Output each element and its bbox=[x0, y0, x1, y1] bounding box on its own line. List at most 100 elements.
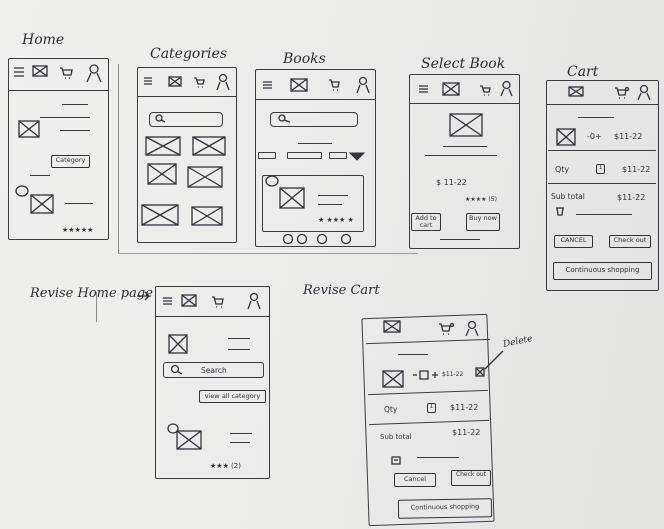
image-placeholder-icon bbox=[30, 194, 54, 214]
check-out-button[interactable]: Check out bbox=[451, 470, 491, 486]
label-revise-cart: Revise Cart bbox=[303, 283, 380, 298]
search-input[interactable] bbox=[149, 112, 223, 127]
text-line bbox=[298, 143, 332, 144]
book-image-icon bbox=[176, 430, 202, 450]
text-line bbox=[576, 214, 632, 215]
user-icon bbox=[86, 64, 102, 83]
category-image-icon[interactable] bbox=[191, 206, 223, 226]
check-out-button[interactable]: Check out bbox=[609, 235, 651, 248]
header-divider bbox=[155, 316, 269, 317]
search-icon bbox=[170, 364, 183, 375]
text-line bbox=[65, 203, 93, 204]
buy-now-button[interactable]: Buy now bbox=[466, 213, 500, 231]
text-line bbox=[230, 442, 250, 443]
search-icon bbox=[278, 114, 291, 123]
arrow-icon bbox=[137, 291, 150, 301]
image-placeholder-icon bbox=[290, 78, 308, 92]
category-image-icon[interactable] bbox=[145, 136, 181, 156]
chevron-down-icon[interactable] bbox=[348, 152, 366, 161]
search-icon bbox=[155, 114, 166, 123]
header-divider bbox=[137, 96, 236, 97]
subtotal-label: Sub total bbox=[551, 192, 585, 201]
filter-dropdown[interactable] bbox=[287, 152, 322, 159]
category-image-icon[interactable] bbox=[141, 204, 179, 226]
text-line bbox=[228, 338, 250, 339]
menu-icon bbox=[163, 297, 172, 305]
delete-checkbox-icon[interactable] bbox=[475, 367, 485, 377]
text-line bbox=[40, 117, 90, 118]
cart-wireframe bbox=[546, 80, 659, 291]
avatar-circle-icon bbox=[265, 175, 279, 187]
qty-value-box[interactable]: 1 bbox=[427, 403, 436, 413]
category-image-icon[interactable] bbox=[192, 136, 226, 156]
image-placeholder-icon bbox=[168, 76, 182, 87]
image-placeholder-icon bbox=[568, 86, 584, 97]
book-card[interactable] bbox=[262, 175, 364, 232]
text-line bbox=[417, 457, 459, 458]
label-categories: Categories bbox=[150, 46, 227, 62]
annotation-pointer-line bbox=[484, 350, 504, 370]
filter-dropdown[interactable] bbox=[329, 152, 347, 159]
book-image-icon bbox=[449, 113, 483, 137]
item-price: $11-22 bbox=[614, 132, 643, 141]
cancel-button[interactable]: CANCEL bbox=[554, 235, 593, 248]
rating-stars: ★★★★ (5) bbox=[465, 196, 497, 203]
text-line bbox=[30, 175, 50, 176]
subtotal-value: $11-22 bbox=[452, 428, 481, 437]
menu-icon bbox=[144, 77, 152, 85]
user-icon bbox=[216, 73, 230, 91]
avatar-circle-icon bbox=[167, 423, 179, 434]
avatar-circle-icon bbox=[15, 185, 29, 197]
book-image-icon bbox=[279, 187, 305, 209]
search-input[interactable] bbox=[163, 362, 264, 378]
book-image-icon bbox=[556, 128, 576, 146]
image-placeholder-icon bbox=[442, 82, 460, 96]
continue-shopping-button[interactable]: Continuous shopping bbox=[397, 498, 493, 519]
paper-guide-line bbox=[118, 253, 418, 254]
text-line bbox=[60, 130, 90, 131]
text-line bbox=[578, 117, 614, 118]
rating-stars: ★★★★★ bbox=[62, 226, 94, 234]
trash-icon[interactable] bbox=[555, 206, 565, 216]
image-placeholder-icon bbox=[181, 294, 197, 307]
user-icon bbox=[356, 76, 370, 94]
category-image-icon[interactable] bbox=[147, 163, 177, 185]
quantity-stepper[interactable] bbox=[412, 370, 442, 380]
text-line bbox=[318, 204, 342, 205]
view-all-category-button[interactable]: view all category bbox=[199, 390, 266, 403]
home-wireframe bbox=[8, 58, 109, 240]
paper-guide-line bbox=[96, 292, 97, 322]
subtotal-value: $11-22 bbox=[617, 193, 646, 202]
user-icon bbox=[247, 292, 261, 310]
divider bbox=[548, 183, 656, 184]
quantity-stepper[interactable]: -0+ bbox=[587, 132, 602, 141]
book-price: $ 11-22 bbox=[436, 178, 467, 187]
rating-stars: ★ ★★★ ★ bbox=[318, 216, 354, 224]
rating-stars: ★★★ (2) bbox=[210, 462, 241, 470]
cart-icon bbox=[60, 67, 73, 79]
category-image-icon[interactable] bbox=[187, 166, 223, 188]
cart-icon bbox=[194, 77, 205, 88]
cart-icon bbox=[615, 86, 630, 99]
search-input[interactable] bbox=[270, 112, 358, 127]
label-revise-home: Revise Home page bbox=[30, 286, 153, 301]
header-divider bbox=[8, 90, 108, 91]
text-line bbox=[443, 146, 487, 147]
qty-label: Qty bbox=[384, 405, 398, 414]
category-button[interactable]: Category bbox=[51, 155, 90, 168]
menu-icon bbox=[14, 67, 24, 77]
text-line bbox=[230, 433, 252, 434]
pagination-dots[interactable] bbox=[282, 233, 362, 245]
revise-home-wireframe bbox=[155, 286, 270, 479]
text-line bbox=[228, 349, 250, 350]
add-to-cart-button[interactable]: Add to cart bbox=[411, 213, 441, 231]
cart-icon bbox=[212, 296, 224, 308]
filter-dropdown[interactable] bbox=[258, 152, 276, 159]
continue-shopping-button[interactable]: Continuous shopping bbox=[553, 262, 652, 280]
cancel-button[interactable]: Cancel bbox=[394, 473, 436, 487]
text-line bbox=[318, 195, 348, 196]
user-icon bbox=[465, 320, 479, 337]
delete-annotation: Delete bbox=[502, 334, 534, 350]
qty-value-box[interactable]: 1 bbox=[596, 164, 605, 174]
trash-icon[interactable] bbox=[391, 456, 403, 466]
